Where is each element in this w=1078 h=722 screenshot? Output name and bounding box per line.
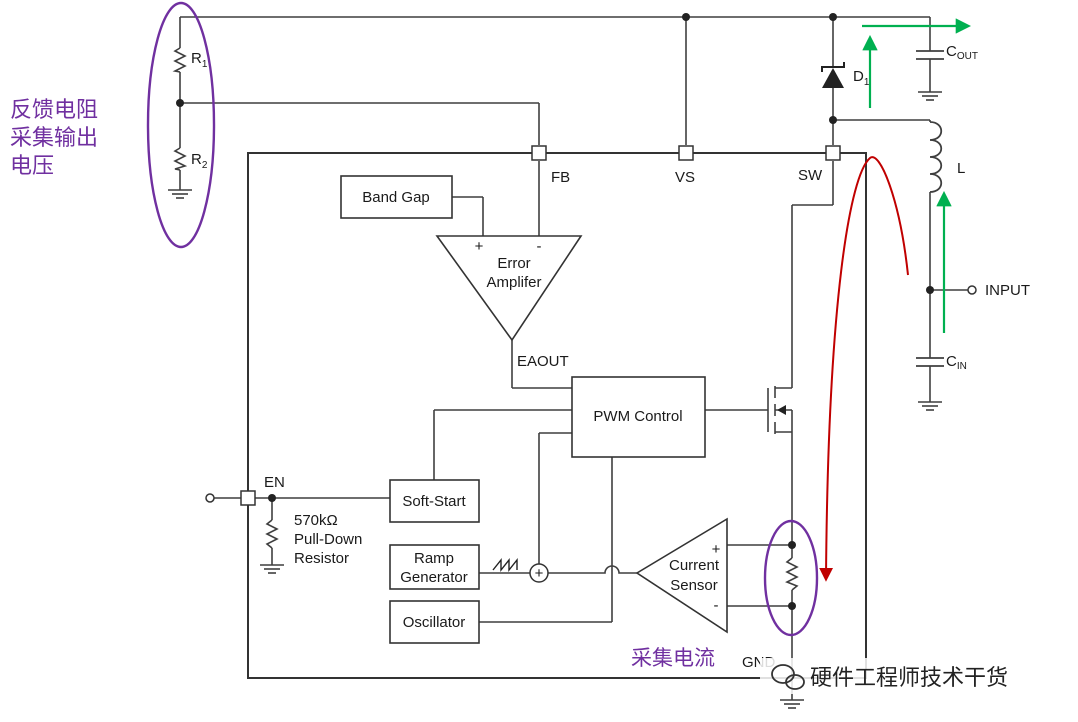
pulldown-label-2: Pull-Down xyxy=(294,531,362,548)
r2-resistor xyxy=(173,147,188,171)
summing-junction xyxy=(529,563,549,583)
current-sensor-label-1: Current xyxy=(669,557,720,574)
junction-dots xyxy=(176,13,934,610)
pin-en xyxy=(240,490,256,506)
vs-pin-label: VS xyxy=(675,169,695,186)
r2-label: R2 xyxy=(191,151,208,171)
current-sense-annotation: 采集电流 xyxy=(631,646,715,670)
en-pin-label: EN xyxy=(264,474,285,491)
diode-label: D1 xyxy=(853,68,870,88)
inductor-coil xyxy=(929,121,943,193)
band-gap-label: Band Gap xyxy=(362,189,430,206)
output-flow-arrows xyxy=(862,18,972,333)
sensor-plus: + xyxy=(712,541,721,558)
pin-fb xyxy=(531,145,547,161)
en-terminal xyxy=(205,493,215,503)
wires xyxy=(179,16,968,700)
current-path-red xyxy=(819,156,909,582)
feedback-annotation-2: 采集输出 xyxy=(10,126,98,151)
error-amp-label-2: Amplifer xyxy=(486,274,541,291)
oscillator-block xyxy=(389,600,480,644)
eaout-label: EAOUT xyxy=(517,353,569,370)
pulldown-label-1: 570kΩ xyxy=(294,512,338,529)
input-terminal xyxy=(967,285,977,295)
error-amp-minus: - xyxy=(537,238,542,255)
ramp-label-2: Generator xyxy=(400,569,468,586)
ramp-label-1: Ramp xyxy=(414,550,454,567)
current-sensor-label-2: Sensor xyxy=(670,577,718,594)
sense-highlight-ellipse xyxy=(763,519,819,637)
feedback-highlight-ellipse xyxy=(146,1,216,249)
pin-sw xyxy=(825,145,841,161)
error-amp-label-1: Error xyxy=(497,255,530,272)
ic-outline xyxy=(247,152,867,679)
cout-capacitor xyxy=(916,50,944,60)
input-label: INPUT xyxy=(985,282,1030,299)
ramp-waveform-icon xyxy=(492,558,518,572)
error-amplifier-triangle xyxy=(435,235,583,342)
r1-label: R1 xyxy=(191,50,208,70)
pwm-control-block xyxy=(571,376,706,458)
soft-start-block xyxy=(389,479,480,523)
sensor-minus: - xyxy=(714,597,719,614)
mosfet-arrow xyxy=(777,405,786,415)
cin-label: CIN xyxy=(946,353,967,372)
ramp-generator-block xyxy=(389,544,480,590)
ground-symbols xyxy=(168,91,942,709)
cout-label: COUT xyxy=(946,43,978,62)
sw-pin-label: SW xyxy=(798,167,823,184)
pin-vs xyxy=(678,145,694,161)
fb-pin-label: FB xyxy=(551,169,570,186)
pwm-label: PWM Control xyxy=(593,408,682,425)
current-sensor-triangle xyxy=(635,517,728,634)
sense-resistor xyxy=(785,557,799,591)
oscillator-label: Oscillator xyxy=(403,614,466,631)
band-gap-block xyxy=(340,175,453,219)
pulldown-label-3: Resistor xyxy=(294,550,349,567)
soft-start-label: Soft-Start xyxy=(402,493,466,510)
pulldown-resistor xyxy=(265,519,279,549)
wechat-icon xyxy=(771,664,805,690)
feedback-annotation-1: 反馈电阻 xyxy=(10,98,98,123)
watermark-text: 硬件工程师技术干货 xyxy=(810,666,1008,691)
inductor-label: L xyxy=(957,160,965,177)
cin-capacitor xyxy=(916,357,944,367)
error-amp-plus: + xyxy=(475,238,484,255)
feedback-annotation-3: 电压 xyxy=(10,154,54,179)
r1-resistor xyxy=(172,47,187,73)
summer-plus: + xyxy=(535,565,544,582)
watermark: 硬件工程师技术干货 xyxy=(760,658,1050,694)
diode xyxy=(821,62,845,88)
